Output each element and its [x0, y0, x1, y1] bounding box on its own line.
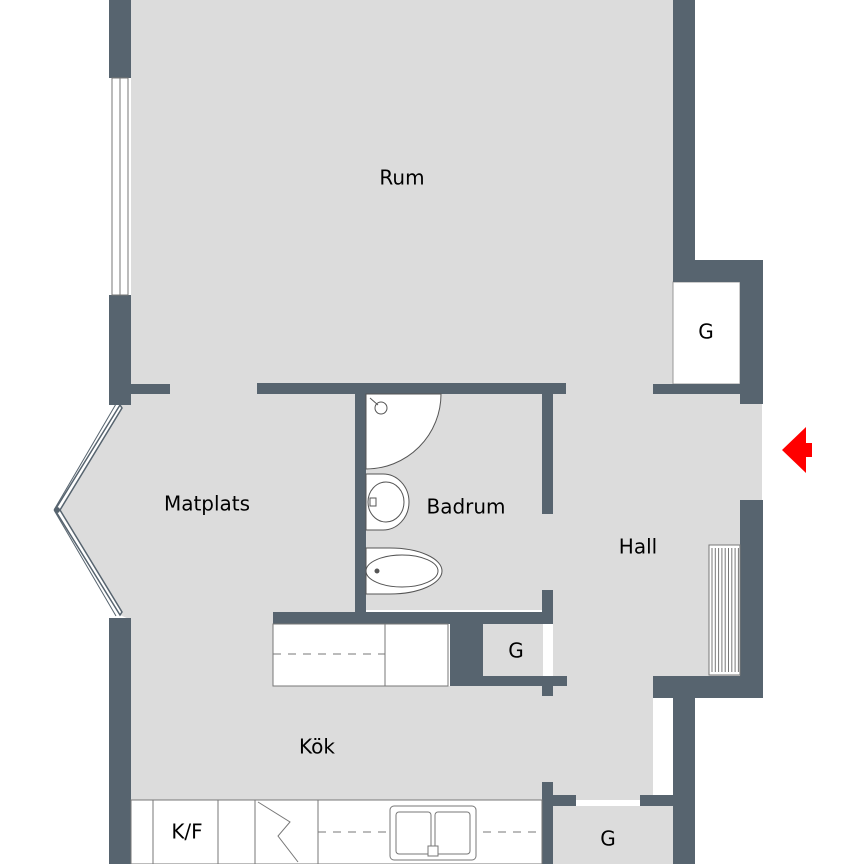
wall-closet-hall-left	[450, 624, 483, 686]
bay-window-corner	[54, 507, 60, 513]
counter-bottom	[130, 799, 543, 864]
floor-hall	[542, 394, 740, 800]
counter-upper-right	[384, 623, 449, 687]
wall-left-top	[109, 0, 131, 78]
wall-rum-bottom-right	[653, 384, 740, 394]
wall-left-mid	[109, 295, 131, 405]
label-matplats: Matplats	[164, 492, 250, 516]
floor-matplats-kok	[60, 394, 545, 800]
bay-window-line-lower	[53, 509, 117, 617]
kitchen-sink-left	[395, 811, 432, 855]
sink-faucet	[369, 497, 377, 507]
walls	[109, 0, 763, 864]
floor-closet-bottom	[553, 806, 673, 864]
counter-upper-left	[272, 623, 386, 687]
wall-rum-bottom-left	[120, 384, 170, 394]
wall-bath-right-bottom	[542, 590, 553, 624]
label-fridge-freezer: K/F	[171, 820, 202, 844]
floor-doorways	[540, 384, 653, 396]
radiator-fins	[711, 548, 739, 672]
floor-entry	[740, 404, 762, 500]
kitchen-sink-right	[434, 811, 471, 855]
wall-closet-hall-post	[542, 676, 553, 696]
bay-window-line-upper	[53, 403, 117, 511]
radiator	[708, 544, 741, 676]
shower-head-arm	[369, 397, 379, 406]
wall-closet-right	[740, 260, 763, 404]
label-rum: Rum	[379, 166, 424, 190]
toilet-seat-dot	[374, 568, 380, 574]
wall-rum-bottom-mid	[257, 383, 566, 394]
bathroom-fixtures	[365, 393, 443, 595]
wall-right-bottom	[673, 686, 695, 864]
label-badrum: Badrum	[426, 495, 505, 519]
label-kok: Kök	[299, 735, 335, 759]
wall-right-upper	[673, 0, 695, 262]
wall-bottom-closet-top-right	[640, 795, 673, 806]
kitchen-faucet	[427, 845, 439, 857]
floor-rum	[131, 0, 673, 384]
wall-bottom-closet-left	[542, 782, 553, 864]
wall-left-bottom	[109, 618, 131, 864]
wall-bath-bottom	[273, 612, 553, 624]
entrance-arrow-icon	[782, 427, 812, 473]
wall-closet-hall-bottom	[483, 676, 567, 686]
label-closet-hall: G	[508, 639, 524, 663]
label-hall: Hall	[619, 535, 657, 559]
counter-upper	[272, 623, 449, 687]
bay-window	[53, 403, 123, 617]
wall-bath-left	[355, 394, 366, 612]
wall-bath-right-top	[542, 394, 553, 514]
label-closet-upper: G	[698, 320, 714, 344]
dishwasher-zigzag	[257, 801, 299, 863]
wall-bottom-closet-top-left	[542, 795, 576, 806]
toilet-bowl	[365, 554, 439, 588]
closet-upper	[672, 281, 741, 385]
floor-closet-hall	[483, 624, 543, 676]
wall-right-lower	[740, 500, 763, 698]
label-closet-bottom: G	[600, 827, 616, 851]
wall-hall-bottom	[653, 676, 763, 698]
sink-basin	[367, 481, 405, 523]
floor-rum-to-matplats	[170, 384, 258, 396]
window-left	[111, 77, 129, 296]
